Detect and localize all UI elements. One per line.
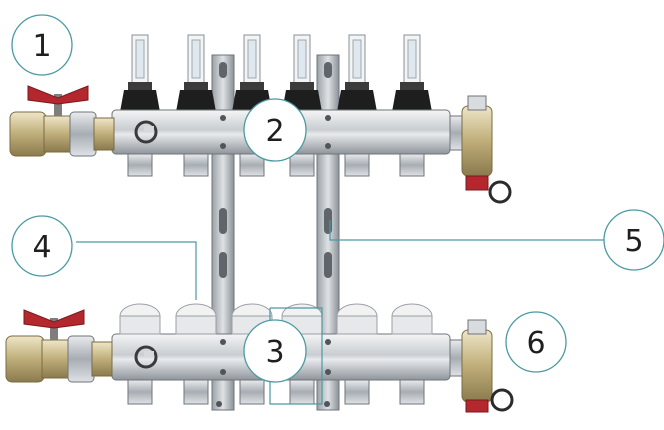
svg-text:4: 4 [32,230,51,265]
callout-4: 4 [11,215,73,277]
svg-text:6: 6 [526,326,545,361]
callouts: 1 2 3 4 5 6 [11,14,664,383]
leader-line-5 [329,220,606,241]
callout-5: 5 [603,209,664,271]
return-ball-valve [5,309,113,383]
flow-meters [120,34,432,112]
bracket-screws [216,115,331,407]
return-air-vent [449,319,514,413]
supply-air-vent [449,95,512,204]
callout-6: 6 [505,311,567,373]
supply-ball-valve [9,85,115,157]
svg-text:1: 1 [32,29,51,64]
callout-1: 1 [11,14,73,76]
leader-line-4 [76,241,197,300]
return-outlets [127,379,425,405]
callout-2: 2 [243,98,307,162]
svg-text:5: 5 [624,224,643,259]
callout-3: 3 [243,319,307,383]
svg-text:2: 2 [265,114,284,149]
svg-text:3: 3 [265,335,284,370]
supply-outlets [127,153,425,177]
